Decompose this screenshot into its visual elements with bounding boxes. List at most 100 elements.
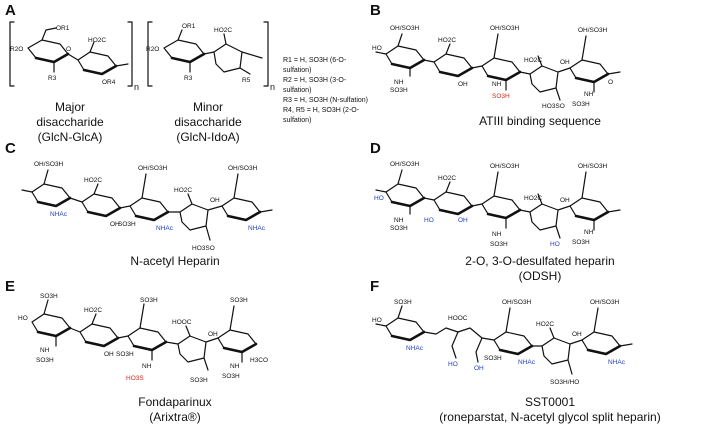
f-label-oh-2: OH xyxy=(572,331,582,338)
f-label-ho-2: HO xyxy=(448,361,458,368)
f-label-hooc: HOOC xyxy=(448,315,468,322)
label-n: n xyxy=(134,82,139,92)
e-label-h3co: H3CO xyxy=(250,357,268,364)
caption-sst0001-line1: SST0001 xyxy=(524,395,576,409)
caption-major-line3: (GlcN-GlcA) xyxy=(37,130,103,144)
f-label-oh-1: OH xyxy=(474,365,484,372)
d-label-oh-so3h-1: OH/SO3H xyxy=(390,161,420,168)
label-o: O xyxy=(66,46,71,53)
panel-letter-f: F xyxy=(370,278,380,295)
major-disaccharide-structure: OR1 R2O R3 HO2C OR4 O n xyxy=(9,21,139,92)
d-label-ho-3: HO xyxy=(550,241,560,248)
label-minor-ho2c: HO2C xyxy=(214,27,232,34)
caption-minor-line2: disaccharide xyxy=(174,115,242,129)
d-label-so3h-3: SO3H xyxy=(572,239,590,246)
e-label-oh-2: OH xyxy=(208,331,218,338)
d-label-nh-3: NH xyxy=(584,229,594,236)
atiii-binding-sequence-structure: OH/SO3H HO NH SO3H HO2C OH OH/SO3H NH SO… xyxy=(372,25,621,110)
caption-fondaparinux: Fondaparinux (Arixtra®) xyxy=(90,395,260,425)
panel-letter-a: A xyxy=(5,2,16,19)
minor-disaccharide-structure: OR1 R2O R3 HO2C R5 n xyxy=(146,21,275,92)
b-label-ho-1: HO xyxy=(372,45,382,52)
substituent-legend: R1 = H, SO3H (6-O-sulfation) R2 = H, SO3… xyxy=(283,56,373,126)
caption-odsh: 2-O, 3-O-desulfated heparin (ODSH) xyxy=(445,254,635,284)
caption-sst0001-line2: (roneparstat, N-acetyl glycol split hepa… xyxy=(439,410,661,424)
d-label-nh-1: NH xyxy=(394,217,404,224)
d-label-oh-1: OH xyxy=(458,217,468,224)
panel-letter-d: D xyxy=(370,140,381,157)
e-label-nh-1: NH xyxy=(40,347,50,354)
e-label-so3h-6: SO3H xyxy=(230,297,248,304)
label-ho2c: HO2C xyxy=(88,37,106,44)
d-label-oh-so3h-3: OH/SO3H xyxy=(578,163,608,170)
b-label-nh-3: NH xyxy=(584,91,594,98)
c-label-oh-so3h-3: OH/SO3H xyxy=(228,165,258,172)
f-label-nhac-2: NHAc xyxy=(518,359,536,366)
c-label-ho2c-1: HO2C xyxy=(84,177,102,184)
d-label-oh-2: OH xyxy=(560,197,570,204)
label-minor-r2o: R2O xyxy=(146,46,159,53)
caption-n-acetyl-heparin: N-acetyl Heparin xyxy=(130,254,220,268)
e-label-oh-1: OH xyxy=(104,351,114,358)
c-label-oh-so3h-1: OH/SO3H xyxy=(34,161,64,168)
label-r3: R3 xyxy=(48,75,57,82)
b-label-oh-so3h-2: OH/SO3H xyxy=(490,25,520,32)
panel-letter-c: C xyxy=(5,140,16,157)
b-label-nh-1: NH xyxy=(394,79,404,86)
b-label-ho2c-1: HO2C xyxy=(438,37,456,44)
f-label-oh-so3h-2: OH/SO3H xyxy=(590,299,620,306)
e-label-ho2c-1: HO2C xyxy=(84,307,102,314)
sst0001-structure: SO3H HO NHAc HOOC HO OH OH/SO3H SO3H NHA… xyxy=(372,299,633,386)
e-label-ho3s-red: HO3S xyxy=(126,375,144,382)
f-label-so3h-1: SO3H xyxy=(394,299,412,306)
b-label-oh-1: OH xyxy=(458,81,468,88)
label-minor-r3: R3 xyxy=(184,75,193,82)
d-label-so3h-1: SO3H xyxy=(390,225,408,232)
f-label-so3h-ho: SO3H/HO xyxy=(550,379,579,386)
b-label-o: O xyxy=(608,79,613,86)
c-label-nhac-1: NHAc xyxy=(50,211,68,218)
b-label-so3h-1: SO3H xyxy=(390,87,408,94)
fondaparinux-structure: SO3H HO NH SO3H HO2C OH SO3H SO3H NH HO3… xyxy=(18,293,268,384)
c-label-oh-1: OH xyxy=(110,221,120,228)
b-label-so3h-red: SO3H xyxy=(492,93,510,100)
legend-r4-r5: R4, R5 = H, SO3H (2-O-sulfation) xyxy=(283,107,360,124)
e-label-so3h-4: SO3H xyxy=(116,351,134,358)
d-label-ho2c-1: HO2C xyxy=(438,175,456,182)
n-acetyl-heparin-structure: OH/SO3H NHAc HO2C OH OH/SO3H SO3H NHAc H… xyxy=(21,161,273,252)
caption-major-line1: Major xyxy=(54,100,85,114)
e-label-nh-3: NH xyxy=(230,363,240,370)
caption-fondaparinux-line2: (Arixtra®) xyxy=(149,410,201,424)
label-or1: OR1 xyxy=(56,25,70,32)
f-label-oh-so3h-1: OH/SO3H xyxy=(502,299,532,306)
label-or4: OR4 xyxy=(102,79,116,86)
d-label-ho-2: HO xyxy=(424,217,434,224)
f-label-so3h-2: SO3H xyxy=(484,355,502,362)
f-label-ho2c: HO2C xyxy=(536,321,554,328)
f-label-nhac-3: NHAc xyxy=(608,359,626,366)
f-label-nhac-1: NHAc xyxy=(406,345,424,352)
legend-r2: R2 = H, SO3H (3-O-sulfation) xyxy=(283,77,347,94)
panel-letter-e: E xyxy=(5,278,16,295)
caption-odsh-line1: 2-O, 3-O-desulfated heparin xyxy=(465,254,615,268)
c-label-oh-2: OH xyxy=(210,197,220,204)
odsh-structure: OH/SO3H HO NH SO3H HO2C HO OH OH/SO3H NH… xyxy=(374,161,621,248)
d-label-nh-2: NH xyxy=(492,231,502,238)
c-label-ho2c-2: HO2C xyxy=(174,187,192,194)
e-label-so3h-7: SO3H xyxy=(222,373,240,380)
c-label-so3h: SO3H xyxy=(118,221,136,228)
d-label-ho2c-2: HO2C xyxy=(524,195,542,202)
b-label-oh-2: OH xyxy=(560,59,570,66)
legend-r1: R1 = H, SO3H (6-O-sulfation) xyxy=(283,57,347,74)
caption-odsh-line2: (ODSH) xyxy=(518,269,562,283)
c-label-oh-so3h-2: OH/SO3H xyxy=(138,165,168,172)
e-label-so3h-1: SO3H xyxy=(40,293,58,300)
caption-fondaparinux-line1: Fondaparinux xyxy=(138,395,212,409)
label-r2o: R2O xyxy=(10,46,23,53)
label-minor-n: n xyxy=(270,82,275,92)
caption-minor-disaccharide: Minor disaccharide (GlcN-IdoA) xyxy=(158,100,258,145)
b-label-nh-2: NH xyxy=(492,81,502,88)
caption-major-line2: disaccharide xyxy=(36,115,104,129)
label-minor-or1: OR1 xyxy=(182,23,196,30)
b-label-ho3so: HO3SO xyxy=(542,103,565,110)
